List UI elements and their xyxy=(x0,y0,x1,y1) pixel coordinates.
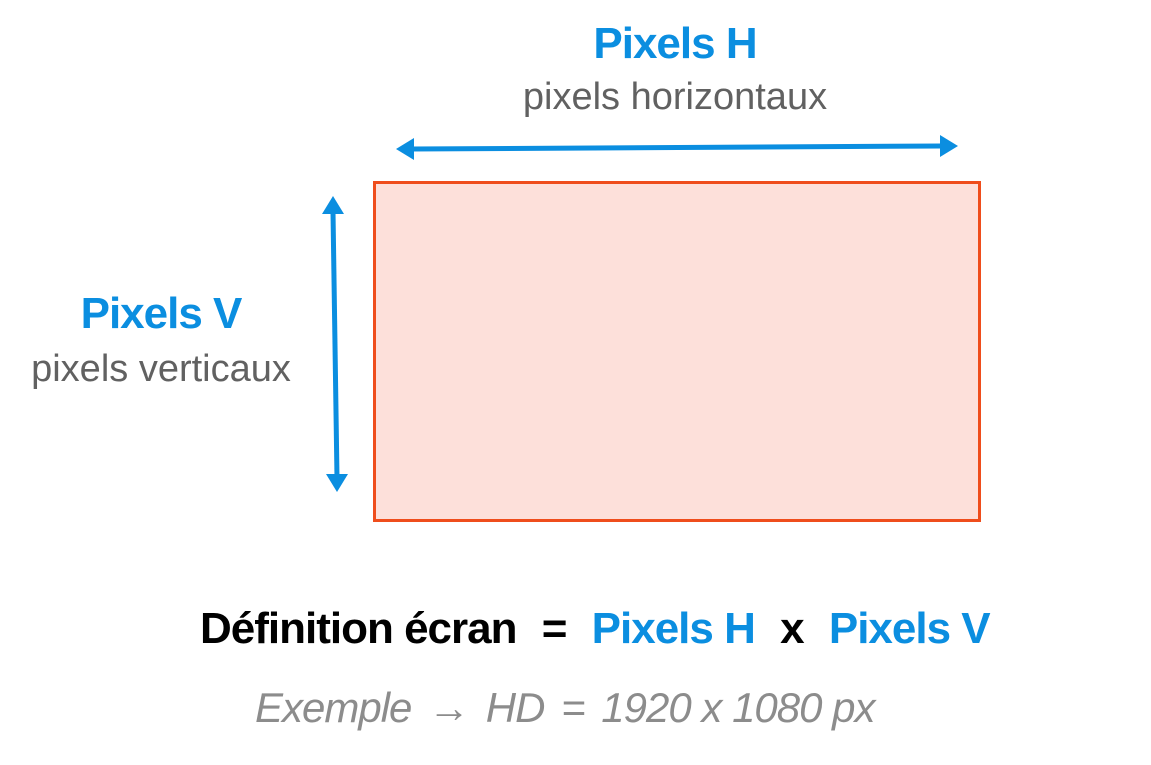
formula-equals: = xyxy=(541,604,568,653)
example-name: HD xyxy=(485,684,546,731)
vertical-pixels-subtitle: pixels verticaux xyxy=(31,348,291,390)
example-equals: = xyxy=(561,684,586,731)
formula-left: Définition écran xyxy=(200,604,517,653)
formula-term-h: Pixels H xyxy=(591,604,756,653)
horizontal-pixels-title: Pixels H xyxy=(593,19,757,68)
definition-formula: Définition écran = Pixels H x Pixels V xyxy=(200,604,991,654)
horizontal-double-arrow-icon xyxy=(396,135,958,160)
example-label: Exemple xyxy=(255,684,412,731)
screen-rectangle xyxy=(373,181,981,522)
example-line: Exemple → HD = 1920 x 1080 px xyxy=(255,684,876,732)
vertical-pixels-title: Pixels V xyxy=(80,289,243,338)
arrow-right-icon: → xyxy=(428,684,470,731)
vertical-double-arrow-icon xyxy=(322,196,348,492)
formula-times: x xyxy=(780,604,805,653)
formula-term-v: Pixels V xyxy=(828,604,991,653)
example-value: 1920 x 1080 px xyxy=(601,684,875,731)
horizontal-pixels-subtitle: pixels horizontaux xyxy=(522,76,828,118)
